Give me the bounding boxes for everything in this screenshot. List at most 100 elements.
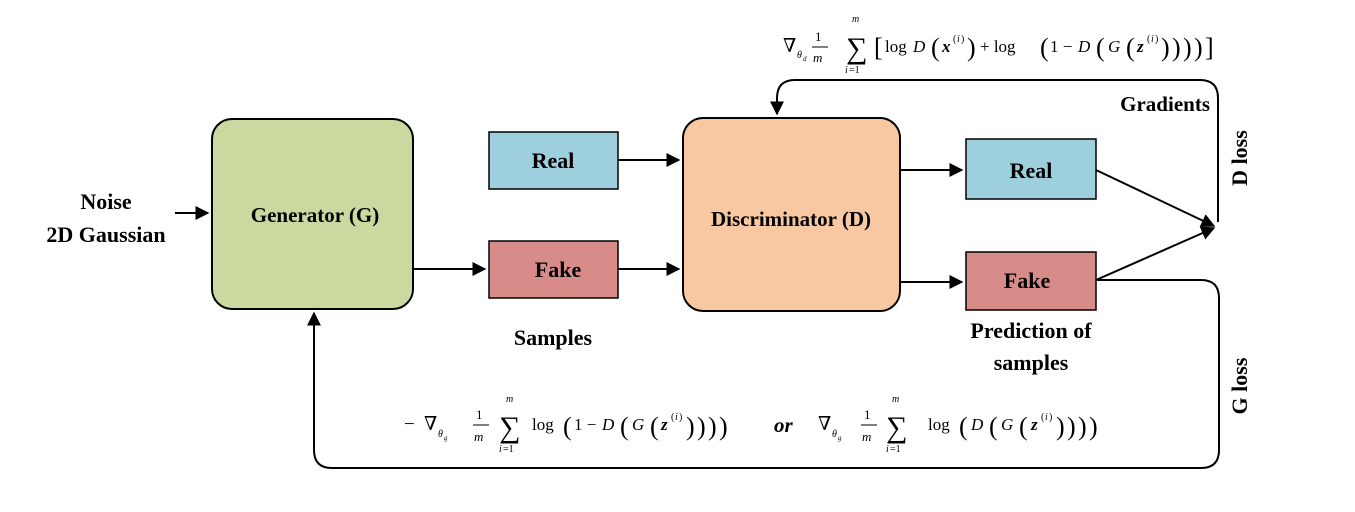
svg-text:(: ( xyxy=(989,412,998,441)
svg-text:(: ( xyxy=(650,412,659,441)
svg-text:i: i xyxy=(499,444,502,455)
svg-text:=1: =1 xyxy=(890,444,901,455)
svg-text:]: ] xyxy=(1205,33,1214,62)
d-loss-feedback-arrow xyxy=(770,79,1219,222)
svg-text:[: [ xyxy=(874,33,883,62)
svg-text:): ) xyxy=(708,412,717,441)
svg-text:G: G xyxy=(1001,415,1013,434)
svg-text:−: − xyxy=(404,414,415,435)
svg-text:G: G xyxy=(1108,37,1120,56)
d-loss-label: D loss xyxy=(1227,130,1252,186)
svg-text:G: G xyxy=(632,415,644,434)
svg-text:): ) xyxy=(697,412,706,441)
svg-text:D: D xyxy=(970,415,984,434)
svg-text:): ) xyxy=(1056,412,1065,441)
svg-text:): ) xyxy=(719,412,728,441)
gaussian-label: 2D Gaussian xyxy=(46,222,165,247)
svg-text:): ) xyxy=(1172,33,1181,62)
svg-text:∑: ∑ xyxy=(886,411,907,444)
svg-text:i: i xyxy=(1045,412,1048,423)
real-prediction-box xyxy=(965,138,1097,200)
g-update-formula: − ∇ θ g 1 m m ∑ i =1 log ( 1 − D ( G ( z… xyxy=(404,394,1098,455)
svg-text:∇: ∇ xyxy=(783,36,796,57)
svg-text:D: D xyxy=(1077,37,1091,56)
real-sample-label: Real xyxy=(532,148,575,173)
svg-text:i: i xyxy=(675,412,678,423)
svg-text:z: z xyxy=(1030,415,1038,434)
svg-text:i: i xyxy=(957,34,960,45)
svg-text:(: ( xyxy=(1096,33,1105,62)
svg-text:log: log xyxy=(885,37,907,56)
svg-text:log: log xyxy=(928,415,950,434)
real-to-loss-arrow xyxy=(1095,169,1216,227)
svg-text:=1: =1 xyxy=(503,444,514,455)
svg-text:x: x xyxy=(941,37,951,56)
svg-text:m: m xyxy=(474,429,483,444)
fake-sample-label: Fake xyxy=(535,257,582,282)
gradients-label: Gradients xyxy=(1120,92,1210,116)
svg-text:∑: ∑ xyxy=(846,32,867,65)
prediction-caption-line1: Prediction of xyxy=(970,318,1092,343)
svg-text:1: 1 xyxy=(864,407,871,422)
svg-text:i: i xyxy=(845,65,848,76)
svg-text:): ) xyxy=(1183,33,1192,62)
svg-text:): ) xyxy=(1078,412,1087,441)
fake-prediction-label: Fake xyxy=(1004,268,1051,293)
svg-text:(: ( xyxy=(931,33,940,62)
svg-text:=1: =1 xyxy=(849,65,860,76)
svg-text:∑: ∑ xyxy=(499,411,520,444)
svg-text:): ) xyxy=(1089,412,1098,441)
svg-text:θ: θ xyxy=(797,50,802,61)
svg-text:m: m xyxy=(813,50,822,65)
svg-text:): ) xyxy=(1049,412,1052,423)
svg-text:log: log xyxy=(532,415,554,434)
discriminator-label: Discriminator (D) xyxy=(711,207,871,231)
svg-text:θ: θ xyxy=(832,429,837,440)
svg-text:(: ( xyxy=(563,412,572,441)
svg-text:): ) xyxy=(679,412,682,423)
svg-text:(: ( xyxy=(953,34,957,45)
svg-text:1 −: 1 − xyxy=(574,415,596,434)
svg-text:): ) xyxy=(961,34,964,45)
noise-label: Noise xyxy=(80,189,132,214)
samples-caption: Samples xyxy=(514,325,593,350)
svg-text:(: ( xyxy=(671,412,675,423)
svg-text:(: ( xyxy=(959,412,968,441)
svg-text:m: m xyxy=(862,429,871,444)
svg-text:1: 1 xyxy=(476,407,483,422)
svg-text:D: D xyxy=(912,37,926,56)
svg-text:m: m xyxy=(892,394,899,405)
svg-text:): ) xyxy=(1155,34,1158,45)
d-update-formula: ∇ θ d 1 m m ∑ i =1 [ log D ( x (i) ) + l… xyxy=(783,14,1214,76)
real-sample-box xyxy=(488,131,619,190)
svg-text:∇: ∇ xyxy=(424,414,437,435)
svg-text:(: ( xyxy=(1147,34,1151,45)
generator-box xyxy=(211,118,414,310)
svg-text:): ) xyxy=(1067,412,1076,441)
svg-text:g: g xyxy=(838,434,842,442)
svg-text:1: 1 xyxy=(815,29,822,44)
svg-text:z: z xyxy=(660,415,668,434)
svg-text:D: D xyxy=(601,415,615,434)
svg-text:1 −: 1 − xyxy=(1050,37,1072,56)
fake-sample-box xyxy=(488,240,619,299)
prediction-caption-line2: samples xyxy=(994,350,1069,375)
svg-text:): ) xyxy=(1194,33,1203,62)
fake-to-loss-arrow xyxy=(1095,226,1216,281)
svg-text:): ) xyxy=(1161,33,1170,62)
svg-text:g: g xyxy=(444,434,448,442)
svg-text:m: m xyxy=(506,394,513,405)
g-loss-feedback-arrow xyxy=(307,279,1220,469)
discriminator-box xyxy=(682,117,901,312)
real-prediction-label: Real xyxy=(1010,158,1053,183)
svg-text:m: m xyxy=(852,14,859,25)
svg-text:(: ( xyxy=(1040,33,1049,62)
svg-text:(: ( xyxy=(1126,33,1135,62)
svg-text:z: z xyxy=(1136,37,1144,56)
svg-text:(: ( xyxy=(1019,412,1028,441)
svg-text:): ) xyxy=(967,33,976,62)
svg-text:i: i xyxy=(886,444,889,455)
svg-text:d: d xyxy=(803,55,807,63)
svg-text:(: ( xyxy=(620,412,629,441)
